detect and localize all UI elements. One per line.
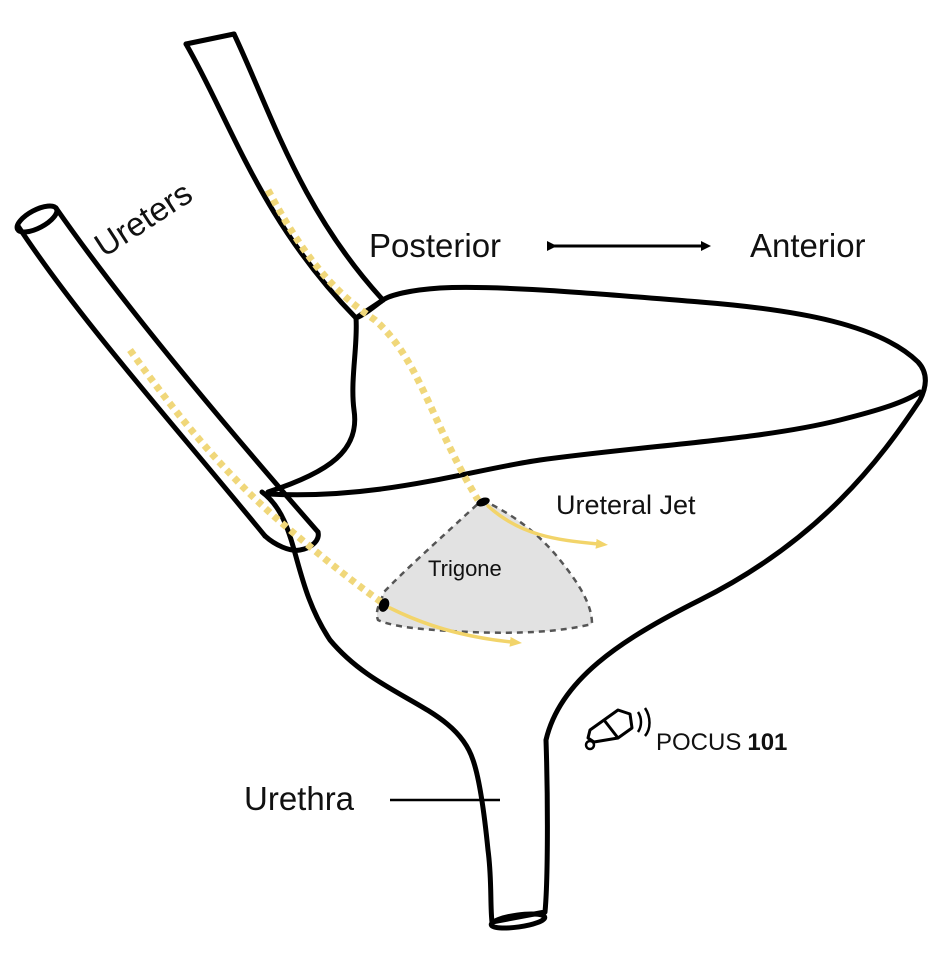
- logo-number: 101: [747, 729, 787, 756]
- ureteral-orifice-upper: [476, 497, 490, 507]
- ureter-upper-top: [183, 31, 237, 47]
- urethra-opening: [488, 911, 548, 931]
- ureteral-orifice-lower: [378, 598, 390, 612]
- ultrasound-probe-icon: [584, 707, 651, 751]
- ureter-upper: [183, 31, 386, 321]
- bladder-outline: [259, 284, 928, 925]
- bladder-rim: [265, 297, 386, 495]
- ureteral-jet-label: Ureteral Jet: [556, 490, 696, 520]
- bladder-inner-rim: [265, 389, 923, 498]
- trigone-region: [375, 498, 594, 634]
- ureteral-jet-lower: [388, 606, 522, 647]
- ureter-path-upper: [264, 188, 482, 502]
- ureter-lower-opening: [14, 203, 60, 235]
- ureter-lower: [15, 205, 321, 539]
- ureter-upper-joint: [353, 297, 386, 321]
- anterior-label: Anterior: [750, 227, 866, 264]
- trigone-label: Trigone: [428, 556, 502, 581]
- ureters-label: Ureters: [88, 174, 199, 264]
- urethra-label: Urethra: [244, 780, 355, 817]
- ureteral-jet-upper: [486, 504, 608, 549]
- posterior-label: Posterior: [369, 227, 501, 264]
- ureter-lower-end: [262, 529, 321, 553]
- ureter-path-lower: [127, 347, 387, 607]
- logo-name: POCUS: [656, 729, 741, 756]
